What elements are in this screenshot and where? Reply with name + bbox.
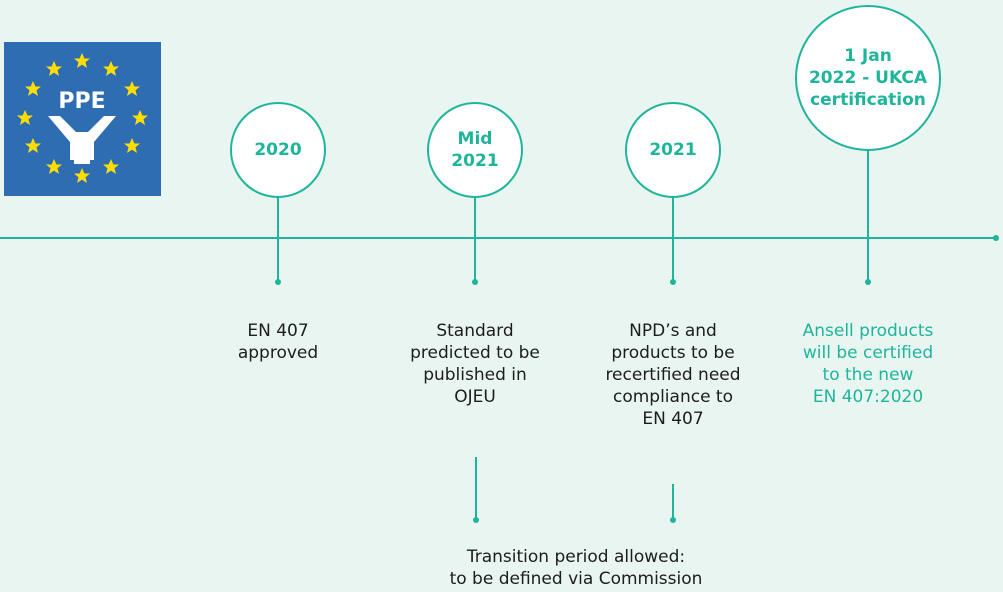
logo-text: PPE <box>58 89 105 114</box>
connector-dot <box>670 279 676 285</box>
connector-dot <box>472 279 478 285</box>
transition-line-left <box>475 457 477 519</box>
milestone-date: 2020 <box>254 140 302 160</box>
connector-line <box>672 194 674 282</box>
transition-dot-left <box>473 517 479 523</box>
milestone-date: 1 Jan 2022 - UKCA certification <box>808 46 928 110</box>
connector-dot <box>865 279 871 285</box>
milestone-date: 2021 <box>649 140 697 160</box>
milestone-description: Standard predicted to be published in OJ… <box>410 321 540 407</box>
timeline-end-dot <box>993 235 999 241</box>
milestone-description: NPD’s and products to be recertified nee… <box>605 321 741 429</box>
milestone-date: Mid 2021 <box>451 129 499 171</box>
transition-description: Transition period allowed: to be defined… <box>449 547 703 589</box>
milestone-date-circle: 1 Jan 2022 - UKCA certification <box>795 5 941 151</box>
ppe-logo: PPE <box>4 42 161 196</box>
milestone-date-circle: 2021 <box>625 102 721 198</box>
transition-line-right <box>672 484 674 519</box>
timeline-axis <box>0 237 996 239</box>
eu-stars <box>17 53 148 183</box>
person-icon <box>48 116 116 164</box>
transition-dot-right <box>670 517 676 523</box>
ppe-logo-graphic: PPE <box>17 53 148 183</box>
milestone-description: Ansell products will be certified to the… <box>802 321 934 407</box>
milestone-date-circle: Mid 2021 <box>427 102 523 198</box>
connector-line <box>474 194 476 282</box>
connector-line <box>277 194 279 282</box>
milestone-date-circle: 2020 <box>230 102 326 198</box>
milestone-description: EN 407 approved <box>237 321 319 363</box>
connector-line <box>867 150 869 282</box>
connector-dot <box>275 279 281 285</box>
